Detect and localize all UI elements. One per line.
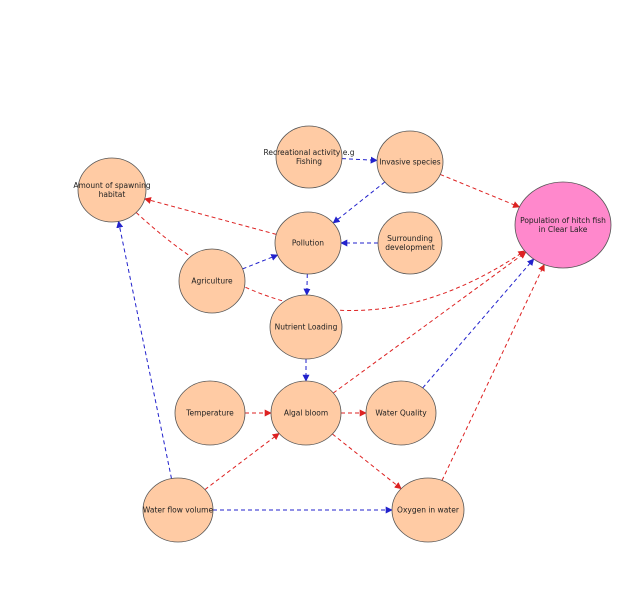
node-shape-agriculture — [178, 248, 246, 314]
node-shape-recreational — [275, 125, 343, 189]
node-label-agriculture: Agriculture — [191, 277, 233, 286]
node-label-algal: Algal bloom — [284, 409, 328, 418]
node-shape-waterquality — [365, 380, 437, 446]
edge-invasive-to-population — [440, 173, 521, 208]
edge-waterflow-to-spawning — [116, 220, 172, 479]
edge-waterquality-to-population — [422, 258, 535, 389]
node-label-nutrient: Nutrient Loading — [275, 323, 338, 332]
node-nutrient[interactable]: Nutrient Loading — [269, 294, 343, 360]
node-algal[interactable]: Algal bloom — [270, 380, 342, 446]
edge-recreational-to-invasive — [341, 156, 378, 164]
node-shape-invasive — [376, 130, 444, 194]
edge-agriculture-to-pollution — [242, 254, 279, 270]
edge-algal-to-oxygen — [332, 433, 402, 490]
node-shape-algal — [270, 380, 342, 446]
node-shape-oxygen — [391, 477, 465, 543]
node-label-invasive: Invasive species — [379, 158, 441, 167]
node-oxygen[interactable]: Oxygen in water — [391, 477, 465, 543]
node-shape-population — [514, 181, 612, 269]
edge-algal-to-population — [333, 251, 527, 394]
node-shape-spawning — [77, 157, 147, 223]
node-label-waterquality: Water Quality — [375, 409, 427, 418]
node-shape-temperature — [174, 380, 246, 446]
node-label-waterflow: Water flow volume — [143, 506, 214, 515]
node-agriculture[interactable]: Agriculture — [178, 248, 246, 314]
node-label-temperature: Temperature — [185, 409, 234, 418]
node-pollution[interactable]: Pollution — [274, 211, 342, 275]
node-label-oxygen: Oxygen in water — [397, 506, 460, 515]
node-shape-nutrient — [269, 294, 343, 360]
edge-invasive-to-pollution — [332, 181, 386, 224]
edge-waterflow-to-algal — [204, 432, 280, 490]
node-waterquality[interactable]: Water Quality — [365, 380, 437, 446]
node-temperature[interactable]: Temperature — [174, 380, 246, 446]
node-label-pollution: Pollution — [292, 239, 324, 248]
node-shape-waterflow — [142, 477, 214, 543]
node-waterflow[interactable]: Water flow volume — [142, 477, 214, 543]
node-shape-surrounding — [377, 211, 443, 275]
node-invasive[interactable]: Invasive species — [376, 130, 444, 194]
edge-pollution-to-spawning — [144, 197, 277, 235]
edge-oxygen-to-population — [441, 263, 545, 481]
edge-pollution-to-nutrient — [303, 273, 311, 296]
node-shape-pollution — [274, 211, 342, 275]
